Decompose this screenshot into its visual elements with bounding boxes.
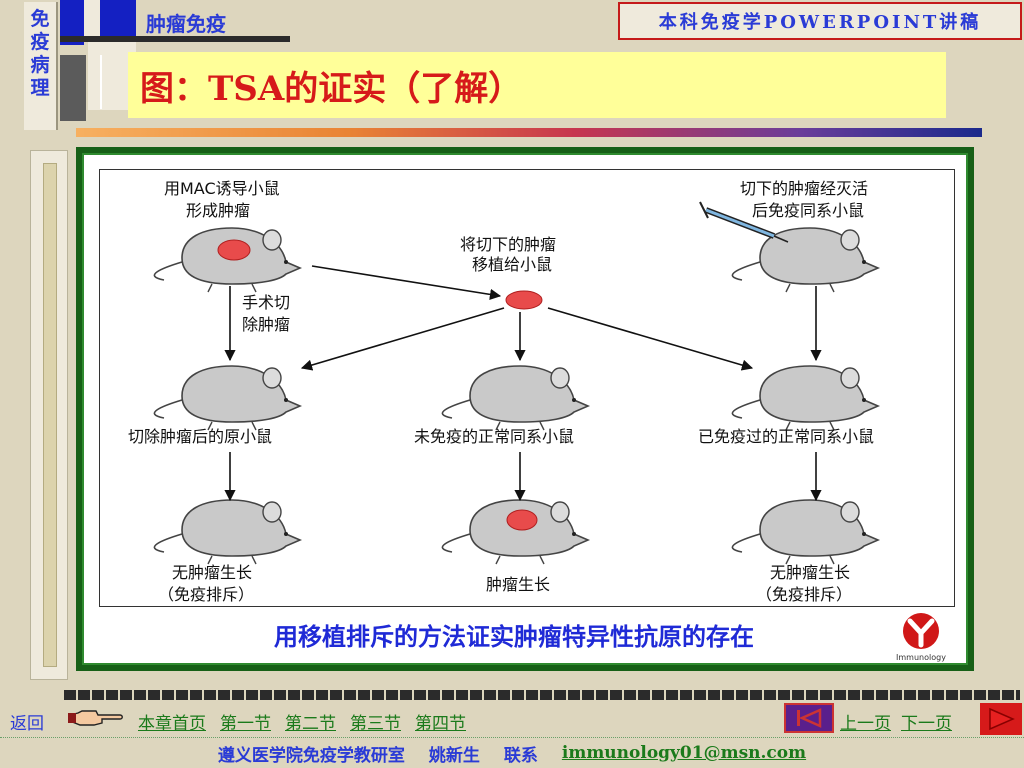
figure-caption: 用移植排斥的方法证实肿瘤特异性抗原的存在 — [274, 623, 754, 651]
label-no-tumor-right-2: （免疫排斥） — [756, 585, 852, 604]
label-surgery: 手术切 — [242, 293, 290, 312]
nav-bar: 返回 本章首页 第一节 第二节 第三节 第四节 上一页 下一页 — [0, 703, 1024, 735]
label-tumor-grow: 肿瘤生长 — [486, 575, 550, 594]
course-title-box: 本科免疫学POWERPOINT讲稿 — [618, 2, 1022, 40]
immunology-logo-icon — [903, 613, 939, 649]
label-immunized: 已免疫过的正常同系小鼠 — [698, 427, 874, 446]
back-link[interactable]: 返回 — [10, 714, 44, 734]
footer-org: 遵义医学院免疫学教研室 — [217, 745, 405, 766]
figure-frame-inner: 用MAC诱导小鼠 形成肿瘤 切下的肿瘤经灭活 后免疫同系小鼠 将切下的肿瘤 移植… — [82, 153, 968, 665]
transplant-tumor — [505, 290, 543, 310]
label-transplant-2: 移植给小鼠 — [472, 255, 552, 274]
arrow-to-original — [300, 307, 505, 371]
mouse-tumor-grown — [441, 499, 589, 565]
next-page-link[interactable]: 下一页 — [901, 714, 952, 734]
label-surgery-2: 除肿瘤 — [242, 315, 290, 334]
diagram-svg: 用MAC诱导小鼠 形成肿瘤 切下的肿瘤经灭活 后免疫同系小鼠 将切下的肿瘤 移植… — [128, 179, 879, 604]
slide-title-box: 图：TSA的证实（了解） — [128, 52, 946, 118]
label-no-tumor-right: 无肿瘤生长 — [770, 563, 850, 582]
deco-brick-row — [64, 690, 1020, 700]
mouse-original — [153, 365, 301, 431]
deco-block — [100, 0, 136, 36]
mouse-no-tumor-left — [153, 499, 301, 565]
figure-frame: 用MAC诱导小鼠 形成肿瘤 切下的肿瘤经灭活 后免疫同系小鼠 将切下的肿瘤 移植… — [76, 147, 974, 671]
category-char: 病 — [30, 54, 50, 76]
prev-page-link[interactable]: 上一页 — [840, 714, 891, 734]
deco-block — [100, 55, 126, 109]
immunology-logo: Immunology — [890, 611, 952, 663]
label-orig-mouse: 切除肿瘤后的原小鼠 — [128, 427, 272, 446]
footer-author: 姚新生 — [428, 745, 480, 766]
nav-link-section-2[interactable]: 第二节 — [285, 714, 336, 734]
mouse-immunized — [731, 365, 879, 431]
footer-email-link[interactable]: immunology01@msn.com — [561, 743, 807, 763]
mouse-tumor-bearing — [153, 227, 301, 293]
label-unimmunized: 未免疫的正常同系小鼠 — [414, 427, 574, 446]
side-panel — [30, 150, 68, 680]
category-char: 免 — [30, 8, 50, 30]
mouse-no-tumor-right — [731, 499, 879, 565]
footer: 遵义医学院免疫学教研室 姚新生 联系 immunology01@msn.com — [0, 737, 1024, 768]
mouse-immunized-source — [731, 227, 879, 293]
label-mac-induce: 用MAC诱导小鼠 — [164, 179, 280, 198]
course-title: 本科免疫学POWERPOINT讲稿 — [658, 12, 982, 33]
deco-block — [60, 55, 86, 121]
rewind-icon — [797, 708, 822, 728]
label-inactivated: 切下的肿瘤经灭活 — [740, 179, 868, 198]
category-tab: 免 疫 病 理 — [24, 2, 58, 130]
footer-contact-label: 联系 — [503, 745, 538, 766]
next-page-button[interactable] — [980, 703, 1022, 735]
header-divider — [60, 36, 290, 42]
play-icon — [989, 707, 1015, 731]
arrow-transplant — [311, 265, 502, 300]
prev-page-button[interactable] — [784, 703, 834, 733]
logo-text: Immunology — [896, 653, 946, 662]
title-underline — [76, 128, 982, 137]
syringe-icon — [699, 201, 789, 243]
nav-link-section-1[interactable]: 第一节 — [220, 714, 271, 734]
arrow-to-immunized — [547, 307, 754, 371]
pointing-hand-icon — [68, 707, 124, 733]
page-nav-links: 上一页 下一页 — [840, 709, 952, 734]
slide-title: 图：TSA的证实（了解） — [140, 68, 523, 109]
category-char: 理 — [30, 77, 50, 99]
nav-link-chapter-home[interactable]: 本章首页 — [138, 714, 206, 734]
label-inactivated-2: 后免疫同系小鼠 — [752, 201, 864, 220]
nav-link-section-4[interactable]: 第四节 — [415, 714, 466, 734]
nav-link-section-3[interactable]: 第三节 — [350, 714, 401, 734]
label-mac-induce-2: 形成肿瘤 — [186, 201, 250, 220]
label-transplant: 将切下的肿瘤 — [460, 235, 556, 254]
chapter-title: 肿瘤免疫 — [146, 12, 226, 36]
side-panel-inner — [43, 163, 57, 667]
category-char: 疫 — [30, 31, 50, 53]
figure-diagram: 用MAC诱导小鼠 形成肿瘤 切下的肿瘤经灭活 后免疫同系小鼠 将切下的肿瘤 移植… — [99, 169, 955, 607]
label-no-tumor-left-2: （免疫排斥） — [158, 585, 254, 604]
mouse-unimmunized — [441, 365, 589, 431]
chapter-nav-links: 本章首页 第一节 第二节 第三节 第四节 — [138, 709, 466, 734]
label-no-tumor-left: 无肿瘤生长 — [172, 563, 252, 582]
